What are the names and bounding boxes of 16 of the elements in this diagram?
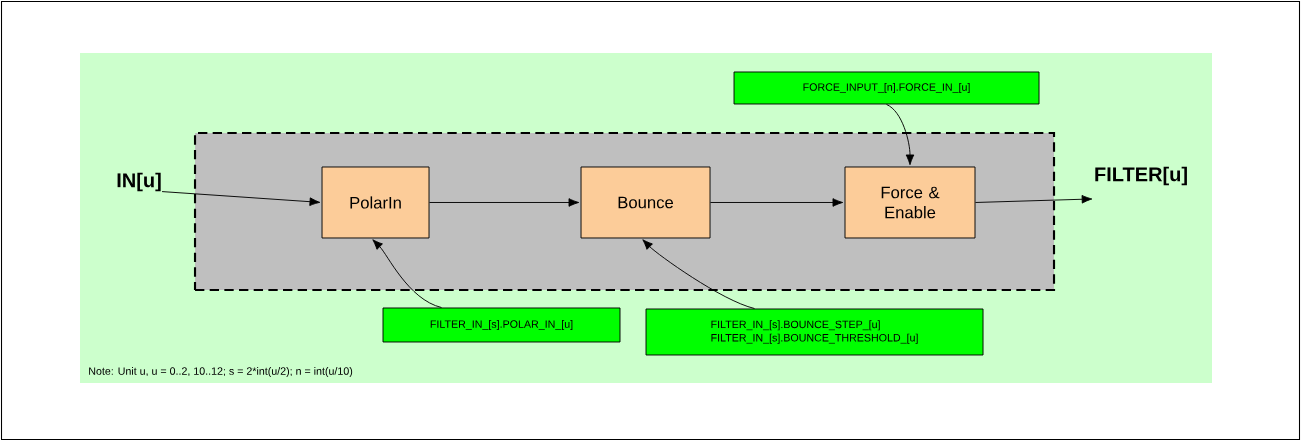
signal-box: FILTER_IN_[s].BOUNCE_STEP_[u] FILTER_IN_[s].BOUNCE_THRESHOLD_[u]	[645, 308, 984, 356]
note: Note: Unit u, u = 0..2, 10..12; s = 2*int(u/2); n = int(u/10)	[89, 367, 353, 377]
signal-box: FILTER_IN_[s].POLAR_IN_[u]	[382, 307, 621, 343]
arrow	[429, 198, 580, 207]
process-box: Force & Enable	[844, 166, 976, 239]
arrow	[710, 198, 844, 207]
arrow	[975, 194, 1093, 204]
process-box: Bounce	[580, 166, 711, 239]
arrow	[642, 239, 755, 309]
signal-name: FILTER[u]	[1095, 166, 1187, 186]
arrow	[886, 104, 915, 166]
arrow	[372, 239, 442, 308]
arrow	[161, 191, 321, 206]
signal-box: FORCE_INPUT_[n].FORCE_IN_[u]	[733, 71, 1040, 105]
signal-name: IN[u]	[117, 172, 161, 192]
process-box: PolarIn	[321, 166, 430, 239]
